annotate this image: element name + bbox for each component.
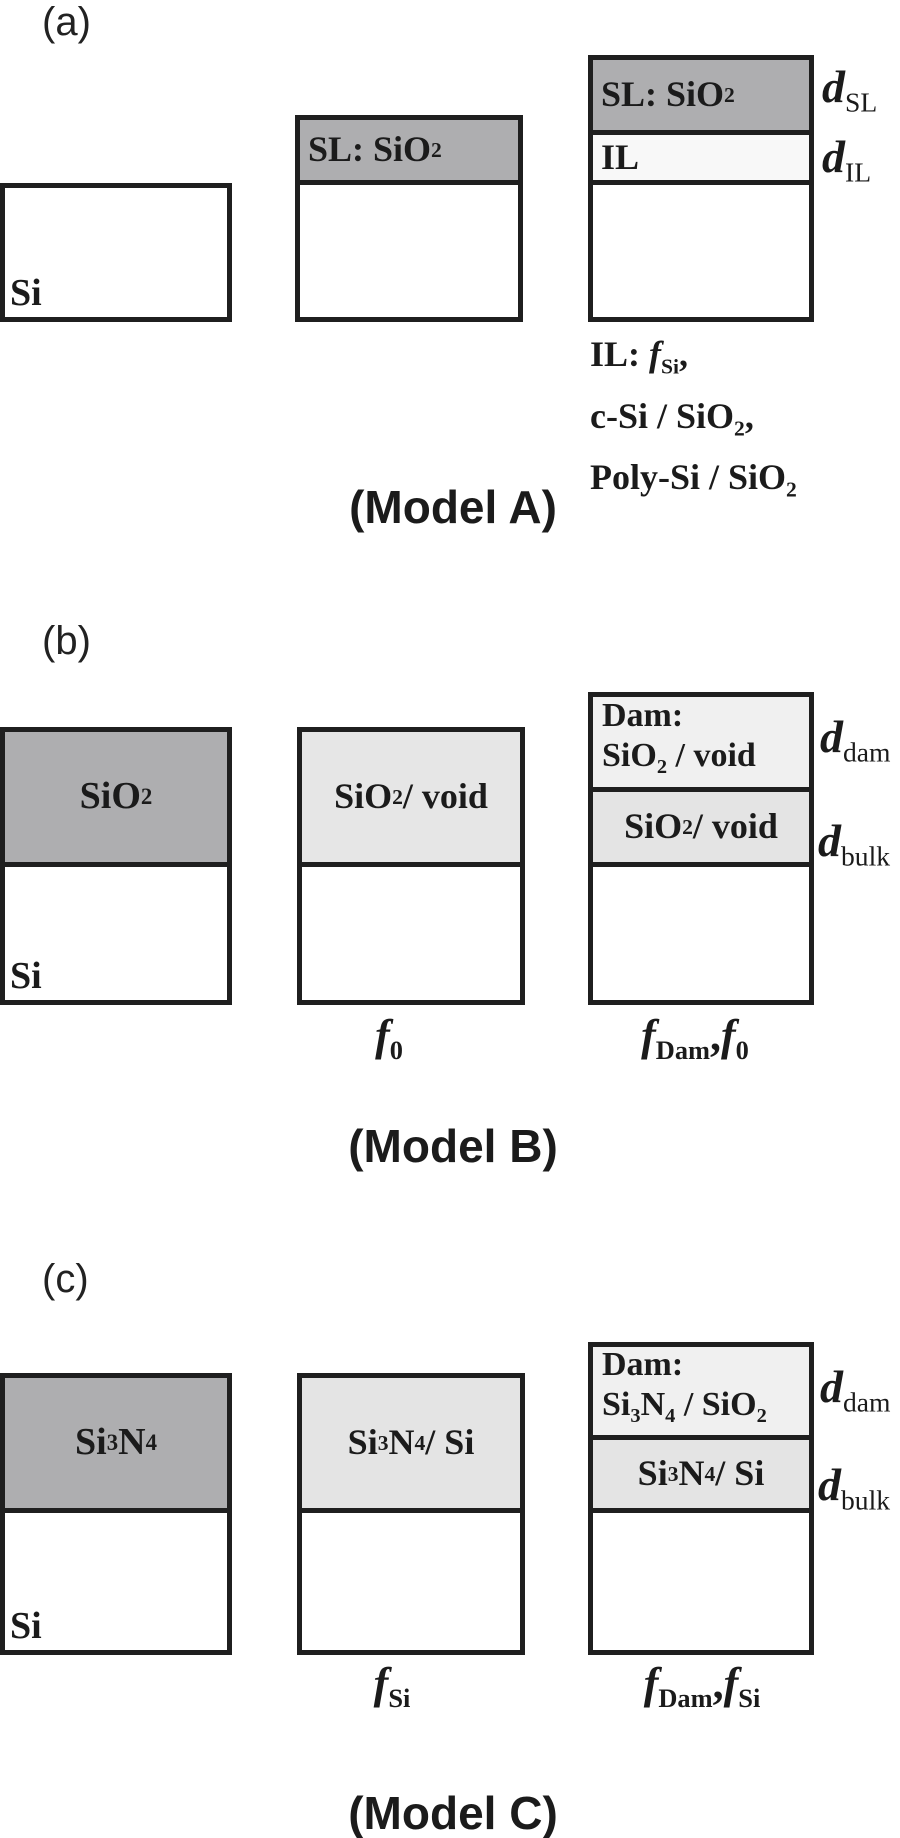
panel-b-tag: (b) bbox=[42, 619, 91, 663]
fraction-label-fsi: fSi bbox=[373, 1659, 411, 1714]
damage-band-line-2: SiO2 / void bbox=[602, 737, 756, 779]
panel-c-tag: (c) bbox=[42, 1257, 89, 1301]
note-line-2: c-Si / SiO2, bbox=[590, 395, 754, 441]
thickness-label-d-dam: ddam bbox=[820, 1361, 891, 1418]
thickness-label-d-sl: dSL bbox=[822, 61, 878, 118]
damage-band-line-1: Dam: bbox=[602, 1346, 684, 1384]
model-b-caption: (Model B) bbox=[348, 1120, 558, 1172]
substrate-label: Si bbox=[10, 1605, 42, 1647]
thickness-label-d-bulk: dbulk bbox=[818, 1459, 891, 1516]
damage-layer-band: Dam: Si3N4 / SiO2 bbox=[593, 1346, 809, 1440]
thickness-label-d-dam: ddam bbox=[820, 711, 891, 768]
damage-band-line-2: Si3N4 / SiO2 bbox=[602, 1386, 767, 1428]
fraction-label-fdam-f0: fDam,f0 bbox=[641, 1011, 749, 1066]
panel-a-tag: (a) bbox=[42, 0, 91, 44]
substrate-label: Si bbox=[10, 272, 42, 314]
fraction-label-fdam-fsi: fDam,fSi bbox=[643, 1659, 761, 1714]
panel-a-substrate-box: Si bbox=[0, 183, 232, 322]
note-line-3: Poly-Si / SiO2 bbox=[590, 457, 797, 502]
thickness-label-d-il: dIL bbox=[822, 131, 872, 188]
damage-layer-band: Dam: SiO2 / void bbox=[593, 697, 809, 792]
note-line-1: IL: fSi, bbox=[590, 334, 689, 379]
model-c-caption: (Model C) bbox=[348, 1787, 558, 1838]
damage-band-line-1: Dam: bbox=[602, 697, 684, 735]
substrate-label: Si bbox=[10, 955, 42, 997]
thickness-label-d-bulk: dbulk bbox=[818, 815, 891, 872]
interlayer-composition-note: IL: fSi, c-Si / SiO2, Poly-Si / SiO2 bbox=[590, 330, 797, 515]
model-a-caption: (Model A) bbox=[349, 481, 557, 533]
interlayer-band: IL bbox=[593, 135, 809, 185]
fraction-label-f0: f0 bbox=[375, 1011, 403, 1066]
